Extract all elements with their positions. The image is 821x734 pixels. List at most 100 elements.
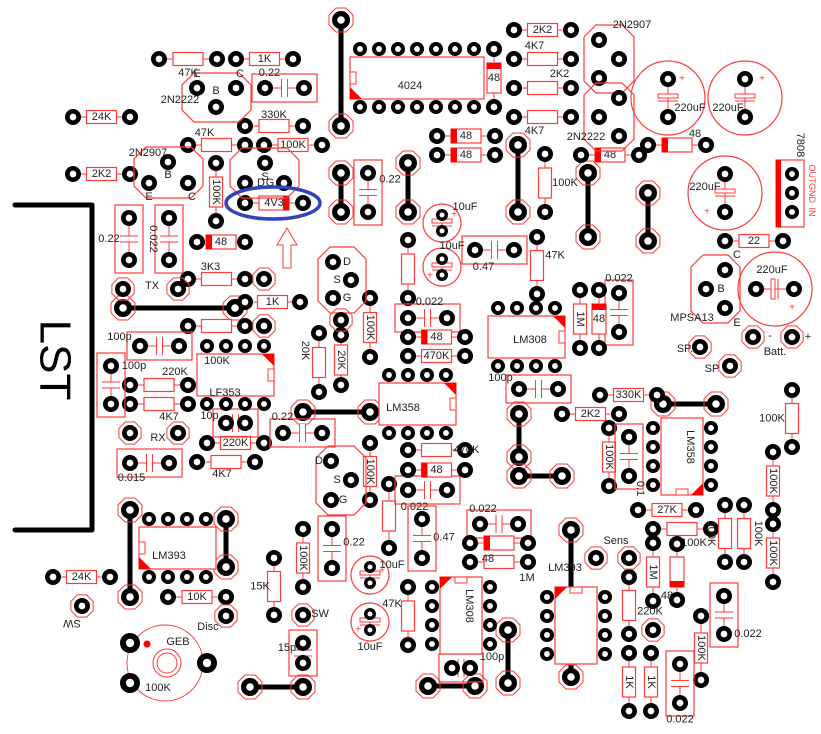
resistor: 2K2	[506, 68, 579, 96]
body	[612, 387, 645, 403]
body	[85, 109, 118, 125]
pad-hole	[721, 501, 729, 509]
resistor-value: 100K	[280, 139, 306, 151]
cathode-band	[670, 581, 684, 587]
resistor-value: 24K	[92, 111, 112, 123]
jumper-wire	[110, 295, 248, 321]
resistor-value: 47K	[545, 250, 565, 262]
pad-ring	[505, 199, 531, 225]
pad-hole	[184, 516, 190, 522]
pad-ring	[290, 674, 316, 700]
resistor: 1K	[643, 645, 659, 719]
ic-notch	[449, 397, 457, 411]
pad-hole	[576, 344, 584, 352]
pad-hole	[107, 400, 115, 408]
pad-hole	[357, 104, 363, 110]
resistor-value: 20K	[335, 350, 347, 370]
pad-hole	[720, 592, 728, 600]
pad-hole	[364, 169, 372, 177]
pad-hole	[567, 84, 575, 92]
ic-lm393: LM393	[138, 512, 217, 584]
body	[200, 137, 233, 153]
body	[765, 537, 781, 569]
resistor: 2K2	[65, 166, 138, 182]
cathode-band	[206, 235, 212, 249]
resistor: 100K	[362, 435, 378, 508]
pad-hole	[504, 679, 512, 687]
ic-lm358: LM358	[646, 417, 718, 496]
pad-hole	[491, 151, 499, 159]
gap	[424, 481, 431, 499]
diode: 48	[429, 128, 503, 144]
capacitor-value: 100p	[122, 360, 146, 372]
resistor-value: 3K3	[201, 261, 221, 273]
body	[736, 517, 752, 550]
resistor: 15K	[250, 550, 282, 623]
pad-hole	[126, 429, 134, 437]
resistor: 1K	[228, 51, 301, 67]
arrow-up-icon	[276, 227, 298, 269]
electrolytic-capacitor: 10uF+	[422, 240, 465, 287]
capacitor: 0.1	[614, 423, 646, 496]
pad-hole	[504, 626, 512, 634]
capacitor-value: 0.022	[401, 501, 429, 513]
pad-ring	[111, 277, 135, 301]
pad-hole	[193, 458, 201, 466]
pad-hole	[650, 425, 656, 431]
diode-label: 48	[604, 149, 616, 161]
body	[333, 344, 349, 376]
pad-ring	[291, 603, 315, 627]
body	[143, 396, 175, 412]
resistor: 470K	[400, 348, 473, 364]
pad-hole	[487, 641, 493, 647]
capacitor: 0.47	[407, 505, 455, 572]
capacitor-value: 0.22	[272, 411, 293, 423]
pad-hole	[466, 558, 474, 566]
pad-hole	[328, 564, 336, 572]
resistor-value: 220K	[637, 606, 663, 618]
body	[295, 542, 311, 574]
pad-hole	[625, 472, 633, 480]
resistor-value: 1M	[574, 311, 586, 326]
resistor-value: 1M	[647, 564, 659, 579]
ic-label: LM358	[684, 430, 696, 464]
pad-hole	[741, 113, 749, 121]
capacitor-value: 100p	[488, 372, 512, 384]
capacitor-value: 100p	[480, 651, 504, 663]
pad-hole	[204, 343, 210, 349]
pad-ring	[635, 228, 661, 254]
resistor-value: 100K	[767, 540, 779, 566]
resistor-value: 27K	[657, 504, 677, 516]
resistor: 100K	[693, 608, 709, 688]
resistor-value: 100K	[364, 315, 376, 341]
pad-hole	[541, 208, 549, 216]
pad-hole	[490, 45, 498, 53]
pad-hole	[510, 246, 518, 254]
pad-hole	[184, 322, 192, 330]
plate	[714, 188, 736, 194]
gap	[160, 236, 178, 242]
pad-hole	[328, 525, 336, 533]
pad-hole	[300, 84, 308, 92]
capacitor: 0.022	[147, 204, 184, 274]
pad-hole	[125, 214, 133, 222]
board-label: TX	[145, 280, 160, 292]
pad-hole	[439, 256, 445, 262]
body	[85, 166, 118, 182]
pad-hole	[146, 516, 152, 522]
pad-hole	[707, 525, 715, 533]
resistor-value: 470K	[424, 350, 450, 362]
pad-hole	[203, 574, 209, 580]
diode: 48	[400, 462, 473, 478]
pad-hole	[193, 238, 201, 246]
resistor-value: 100K	[603, 444, 615, 470]
capacitor-value: 0.22	[98, 233, 119, 245]
jumper-wire	[117, 497, 143, 610]
pad-hole	[299, 583, 307, 591]
pad-hole	[595, 113, 603, 121]
pad-hole	[78, 602, 86, 610]
capacitor: 0.022	[665, 650, 695, 726]
polarity-plus-icon: +	[451, 210, 457, 221]
connection-pad	[584, 546, 608, 570]
pad-hole	[452, 46, 458, 52]
